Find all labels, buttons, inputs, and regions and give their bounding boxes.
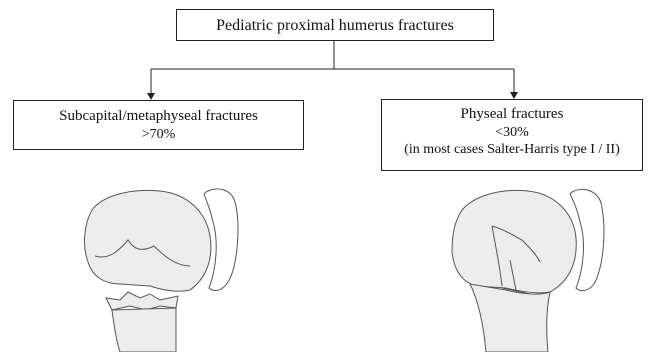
right-note: (in most cases Salter-Harris type I / II… [382,141,642,159]
root-title-box: Pediatric proximal humerus fractures [176,9,494,41]
right-percent: <30% [382,124,642,142]
root-title: Pediatric proximal humerus fractures [177,16,493,36]
arrowhead-right [510,92,518,99]
subcapital-metaphyseal-box: Subcapital/metaphyseal fractures >70% [13,100,304,150]
physeal-fractures-box: Physeal fractures <30% (in most cases Sa… [381,99,643,171]
left-humeral-head [85,190,211,291]
right-title: Physeal fractures [382,105,642,124]
left-percent: >70% [14,126,303,144]
left-shaft [112,308,176,352]
left-fracture-fragment [106,292,178,310]
connector-lines [151,41,514,96]
left-humerus-illustration [85,189,238,352]
right-humeral-head [452,190,576,292]
left-title: Subcapital/metaphyseal fractures [14,107,303,126]
right-shaft [470,284,550,352]
right-humerus-illustration [452,189,604,352]
arrowhead-left [147,93,155,100]
